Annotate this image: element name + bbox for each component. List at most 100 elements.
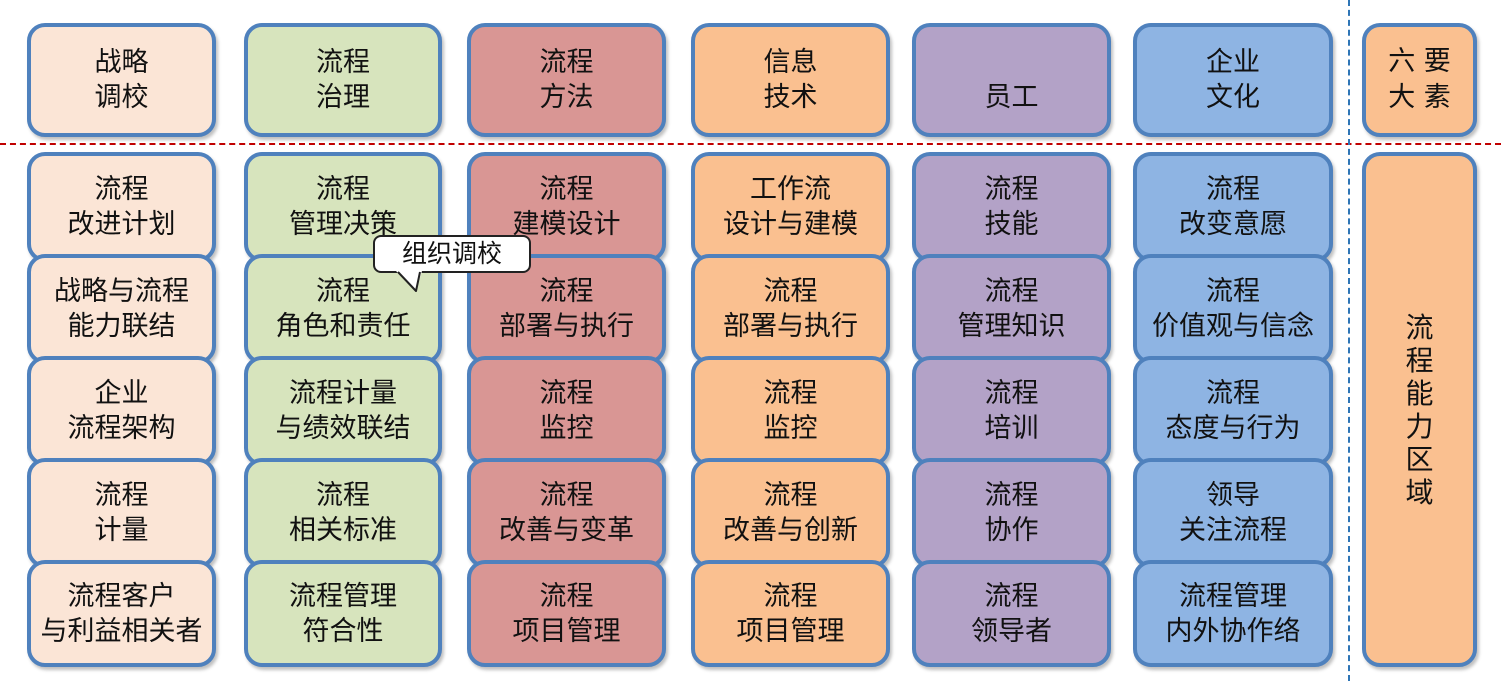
- header-culture-line-1: 企业: [1206, 47, 1260, 78]
- capability-label-line: 流程架构: [67, 413, 176, 444]
- capability-label-line: 流程: [763, 378, 818, 409]
- capability-label-line: 关注流程: [1179, 515, 1287, 546]
- capability-label-line: 流程: [316, 174, 370, 205]
- six-elements-box: 六 要 大 素: [1362, 23, 1477, 137]
- header-people-line-1: [1007, 45, 1016, 80]
- capability-label-line: 管理知识: [957, 311, 1066, 342]
- capability-box-c2-r4: 流程项目管理: [467, 560, 666, 667]
- capability-box-c3-r4: 流程项目管理: [691, 560, 890, 667]
- capability-label-line: 流程: [984, 174, 1039, 205]
- capability-label-line: 项目管理: [512, 615, 621, 647]
- capability-label-line: 培训: [984, 413, 1039, 444]
- capability-label-line: 企业: [94, 378, 149, 409]
- capability-label-line: 价值观与信念: [1152, 311, 1314, 342]
- capability-label-line: 流程: [763, 276, 818, 307]
- capability-label-line: 流程: [539, 378, 594, 409]
- capability-box-c4-r4: 流程领导者: [912, 560, 1111, 667]
- capability-label-line: 管理决策: [289, 209, 397, 240]
- capability-label-line: 流程: [1206, 174, 1260, 205]
- capability-box-c5-r0: 流程改变意愿: [1133, 152, 1333, 262]
- capability-box-c5-r3: 领导关注流程: [1133, 458, 1333, 568]
- capability-box-c4-r0: 流程技能: [912, 152, 1111, 262]
- capability-box-c2-r2: 流程监控: [467, 356, 666, 466]
- capability-label-line: 态度与行为: [1165, 413, 1301, 444]
- capability-box-c3-r1: 流程部署与执行: [691, 254, 890, 364]
- header-methods-line-1: 流程: [539, 47, 594, 78]
- capability-box-c5-r4: 流程管理内外协作络: [1133, 560, 1333, 667]
- capability-label-line: 协作: [984, 515, 1039, 546]
- capability-box-c3-r0: 工作流设计与建模: [691, 152, 890, 262]
- capability-label-line: 流程: [539, 174, 594, 205]
- capability-label-line: 流程: [539, 480, 594, 511]
- capability-label-line: 流程: [1206, 276, 1260, 307]
- header-process-methods: 流程 方法: [467, 23, 666, 137]
- capability-box-c0-r2: 企业流程架构: [27, 356, 216, 466]
- capability-box-c0-r3: 流程计量: [27, 458, 216, 568]
- capability-label-line: 流程: [539, 580, 594, 612]
- capability-label-line: 部署与执行: [723, 311, 858, 342]
- header-strategy-alignment: 战略 调校: [27, 23, 216, 137]
- capability-label-line: 流程: [316, 276, 370, 307]
- capability-label-line: 与利益相关者: [40, 615, 203, 647]
- capability-box-c5-r1: 流程价值观与信念: [1133, 254, 1333, 364]
- capability-area-label: 流 程 能 力 区 域: [1405, 310, 1434, 509]
- capability-box-c0-r0: 流程改进计划: [27, 152, 216, 262]
- vertical-divider: [1348, 0, 1350, 681]
- header-people-line-2: 员工: [984, 82, 1039, 113]
- capability-box-c4-r2: 流程培训: [912, 356, 1111, 466]
- capability-label-line: 项目管理: [736, 615, 845, 647]
- capability-label-line: 战略与流程: [54, 276, 189, 307]
- capability-label-line: 流程: [94, 480, 149, 511]
- header-methods-line-2: 方法: [539, 82, 594, 113]
- capability-box-c1-r2: 流程计量与绩效联结: [244, 356, 442, 466]
- header-it-line-1: 信息: [763, 47, 818, 78]
- capability-box-c3-r2: 流程监控: [691, 356, 890, 466]
- capability-label-line: 流程: [94, 174, 149, 205]
- header-people: 员工: [912, 23, 1111, 137]
- capability-box-c4-r1: 流程管理知识: [912, 254, 1111, 364]
- capability-label-line: 计量: [94, 515, 149, 546]
- capability-label-line: 流程管理: [289, 580, 397, 612]
- capability-label-line: 流程: [539, 276, 594, 307]
- header-strategy-line-1: 战略: [94, 47, 149, 78]
- capability-box-c2-r1: 流程部署与执行: [467, 254, 666, 364]
- header-information-technology: 信息 技术: [691, 23, 890, 137]
- capability-label-line: 流程: [763, 480, 818, 511]
- capability-label-line: 与绩效联结: [275, 413, 411, 444]
- callout-organization-alignment: 组织调校: [373, 235, 531, 273]
- header-culture: 企业 文化: [1133, 23, 1333, 137]
- capability-label-line: 角色和责任: [275, 311, 411, 342]
- capability-box-c1-r3: 流程相关标准: [244, 458, 442, 568]
- capability-label-line: 流程: [984, 480, 1039, 511]
- callout-tail: [396, 271, 422, 292]
- capability-label-line: 监控: [539, 413, 594, 444]
- capability-box-c3-r3: 流程改善与创新: [691, 458, 890, 568]
- capability-label-line: 流程: [1206, 378, 1260, 409]
- capability-label-line: 技能: [984, 209, 1039, 240]
- capability-label-line: 设计与建模: [723, 209, 858, 240]
- capability-box-c5-r2: 流程态度与行为: [1133, 356, 1333, 466]
- capability-label-line: 流程: [984, 378, 1039, 409]
- header-process-governance: 流程 治理: [244, 23, 442, 137]
- capability-label-line: 建模设计: [512, 209, 621, 240]
- horizontal-divider: [0, 143, 1501, 145]
- capability-label-line: 符合性: [302, 615, 384, 647]
- capability-label-line: 流程管理: [1179, 580, 1287, 612]
- capability-label-line: 工作流: [750, 174, 831, 205]
- capability-label-line: 改进计划: [67, 209, 176, 240]
- capability-label-line: 流程: [984, 580, 1039, 612]
- capability-label-line: 流程计量: [289, 378, 397, 409]
- header-strategy-line-2: 调校: [94, 82, 149, 113]
- capability-box-c0-r1: 战略与流程能力联结: [27, 254, 216, 364]
- capability-label-line: 领导: [1206, 480, 1260, 511]
- capability-label-line: 流程客户: [67, 580, 176, 612]
- header-culture-line-2: 文化: [1206, 82, 1260, 113]
- capability-label-line: 流程: [984, 276, 1039, 307]
- six-elements-line-1: 六 要: [1388, 46, 1451, 77]
- header-it-line-2: 技术: [763, 82, 818, 113]
- capability-box-c4-r3: 流程协作: [912, 458, 1111, 568]
- capability-area-box: 流 程 能 力 区 域: [1362, 152, 1477, 667]
- capability-label-line: 监控: [763, 413, 818, 444]
- capability-label-line: 改善与变革: [499, 515, 634, 546]
- header-governance-line-2: 治理: [316, 82, 370, 113]
